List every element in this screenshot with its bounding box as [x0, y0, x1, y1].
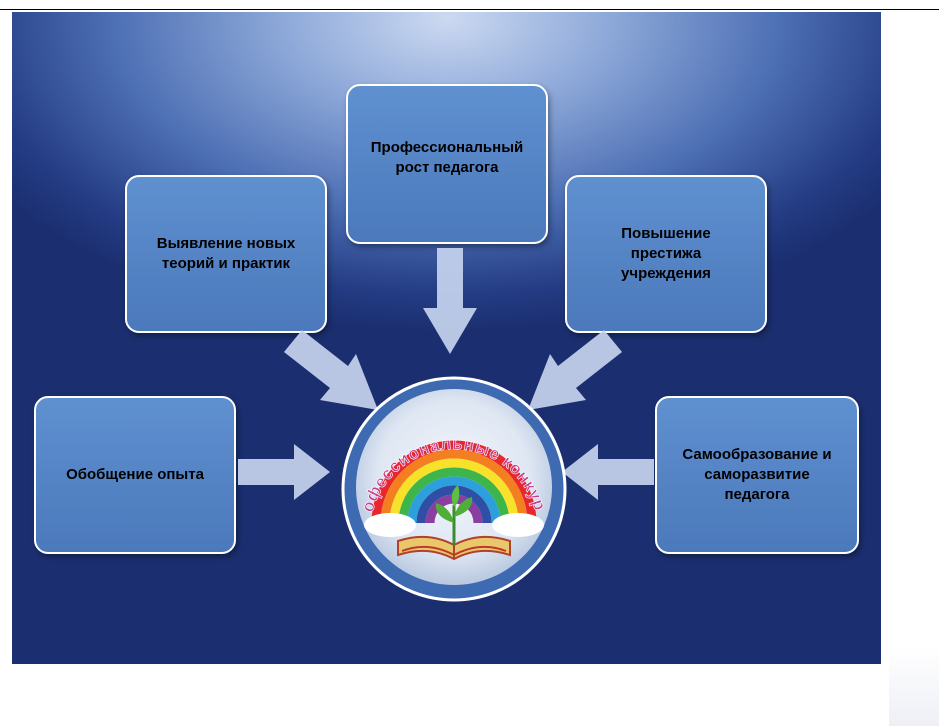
corner-shade: [889, 646, 939, 726]
arrow-down-center: [423, 248, 477, 354]
box-institution-prestige: Повышение престижа учреждения: [565, 175, 767, 333]
diagram-slide: Профессиональный рост педагога Выявление…: [12, 12, 881, 664]
page-top-rule: [0, 9, 939, 10]
box-self-education-label: Самообразование и саморазвитие педагога: [682, 446, 832, 503]
box-professional-growth: Профессиональный рост педагога: [346, 84, 548, 244]
sprout-icon: [435, 485, 473, 545]
box-self-education: Самообразование и саморазвитие педагога: [655, 396, 859, 554]
arrow-right-left-box: [238, 444, 330, 500]
box-new-theories-label: Выявление новых теорий и практик: [156, 235, 296, 272]
arrow-left-right-box: [562, 444, 654, 500]
box-experience-generalization: Обобщение опыта: [34, 396, 236, 554]
box-experience-generalization-label: Обобщение опыта: [66, 466, 204, 483]
box-institution-prestige-label: Повышение престижа учреждения: [621, 225, 711, 282]
box-new-theories: Выявление новых теорий и практик: [125, 175, 327, 333]
professional-contests-logo: Профессиональные конкурсы: [338, 373, 567, 602]
book-icon: [397, 535, 511, 561]
arrow-diagonal-left: [284, 330, 378, 410]
box-professional-growth-label: Профессиональный рост педагога: [370, 139, 524, 176]
arrow-diagonal-right: [528, 330, 622, 410]
